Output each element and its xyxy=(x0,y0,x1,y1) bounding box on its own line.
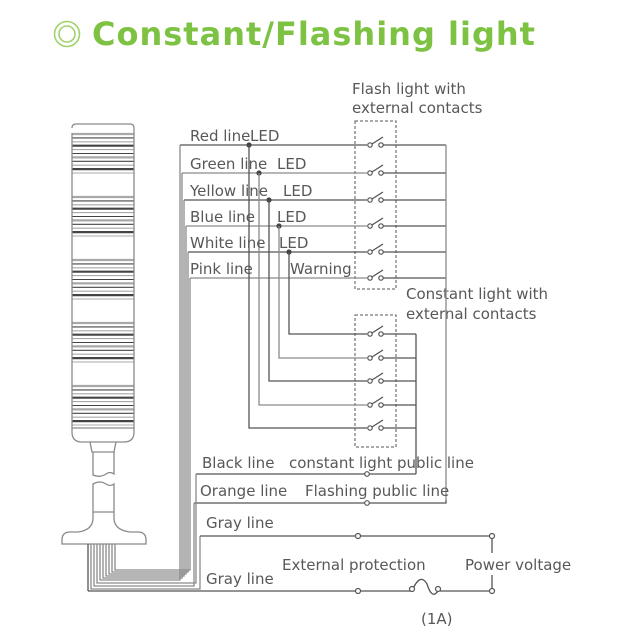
signal-line-label: White line xyxy=(190,234,265,252)
flashing-public-line-label: Flashing public line xyxy=(305,482,449,500)
signal-function-label: LED xyxy=(277,155,306,173)
fuse-icon xyxy=(411,578,439,595)
power-voltage-label: Power voltage xyxy=(465,556,571,574)
signal-function-label: LED xyxy=(283,182,312,200)
constant-group-label-1: Constant light with xyxy=(406,285,548,303)
constant-tap-wire xyxy=(248,145,367,429)
tower-tier xyxy=(72,132,134,174)
fuse-rating-label: (1A) xyxy=(421,610,453,628)
signal-line-label: Yellow line xyxy=(189,182,268,200)
flash-switch-box xyxy=(354,120,397,290)
tower-tier xyxy=(72,195,134,237)
title-text: Constant/Flashing light xyxy=(92,15,536,53)
signal-line-label: Red line xyxy=(190,127,250,145)
constant-switch xyxy=(367,396,384,408)
signal-function-label: Warning xyxy=(290,260,352,278)
signal-line-label: Blue line xyxy=(190,208,255,226)
signal-function-label: LED xyxy=(277,208,306,226)
constant-switch xyxy=(367,349,384,361)
orange-line-label: Orange line xyxy=(200,482,287,500)
constant-tap-wire xyxy=(268,200,367,382)
constant-tap-wire xyxy=(288,252,367,335)
flash-switch xyxy=(367,269,384,281)
flash-switch xyxy=(367,191,384,203)
constant-tap-wire xyxy=(278,226,367,359)
tower-tier xyxy=(72,384,134,426)
gray-line-label-1: Gray line xyxy=(206,514,274,532)
flash-switch xyxy=(367,164,384,176)
tower-tier xyxy=(72,321,134,363)
constant-switch xyxy=(367,325,384,337)
constant-group-label-2: external contacts xyxy=(406,305,537,323)
flash-group-label-1: Flash light with xyxy=(352,80,466,98)
tower-tier xyxy=(72,258,134,300)
external-protection-label: External protection xyxy=(282,556,426,574)
constant-switch xyxy=(367,419,384,431)
page-title: Constant/Flashing light xyxy=(52,10,536,58)
power-circuit xyxy=(88,532,496,595)
gray-line-terminal-1 xyxy=(354,532,362,540)
signal-function-label: LED xyxy=(279,234,308,252)
flash-switch xyxy=(367,136,384,148)
signal-line-label: Pink line xyxy=(190,260,253,278)
constant-public-line-label: constant light public line xyxy=(289,454,474,472)
signal-line-label: Green line xyxy=(190,155,267,173)
black-line-label: Black line xyxy=(202,454,274,472)
power-terminal-positive xyxy=(488,532,496,540)
power-terminal-negative xyxy=(488,587,496,595)
flash-switch xyxy=(367,217,384,229)
gray-line-label-2: Gray line xyxy=(206,570,274,588)
constant-switch xyxy=(367,372,384,384)
constant-tap-wire xyxy=(258,173,367,406)
flash-switch xyxy=(367,243,384,255)
gray-line-terminal-2 xyxy=(354,587,362,595)
flash-group-label-2: external contacts xyxy=(352,99,483,117)
double-circle-icon xyxy=(53,20,81,48)
signal-tower xyxy=(61,123,147,545)
signal-function-label: LED xyxy=(250,127,279,145)
